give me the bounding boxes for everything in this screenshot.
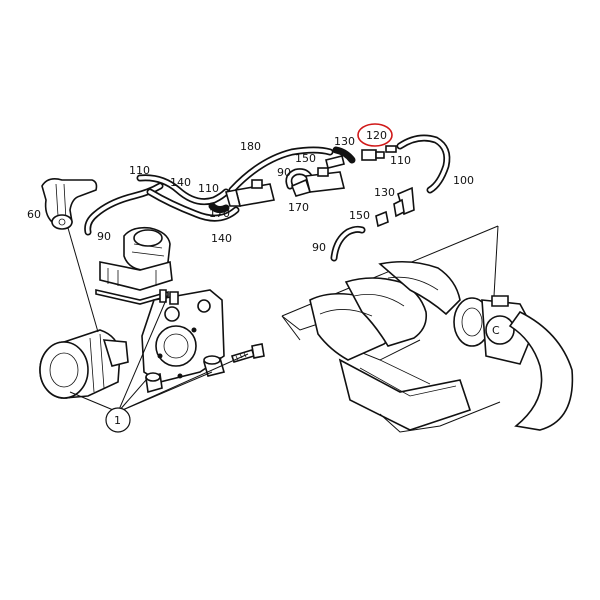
callout-90-middle: 90 <box>277 166 291 179</box>
hose-100[interactable] <box>396 134 451 194</box>
check-valve-center[interactable] <box>290 167 345 197</box>
callout-170-center: 170 <box>288 201 309 214</box>
connector-110-right[interactable] <box>385 145 397 153</box>
air-pump-valve-assembly[interactable] <box>95 226 173 305</box>
intake-manifold[interactable] <box>281 225 501 433</box>
connector-150-upper[interactable] <box>325 155 345 169</box>
throttle-body-c[interactable] <box>453 295 574 431</box>
hose-90-middle[interactable] <box>285 168 314 190</box>
callout-100: 100 <box>453 174 474 187</box>
bolt-upper[interactable] <box>159 289 179 305</box>
hose-90-right[interactable] <box>330 225 366 262</box>
highlight-ring-120 <box>357 123 393 147</box>
callout-90-right: 90 <box>312 241 326 254</box>
hose-140-upper[interactable] <box>136 174 230 206</box>
callout-140-lower: 140 <box>211 232 232 245</box>
callout-140-upper: 140 <box>170 176 191 189</box>
callout-90-left: 90 <box>97 230 111 243</box>
callout-labels: 60 90 110 140 110 170 140 180 90 150 170… <box>27 129 500 337</box>
callout-110-center: 110 <box>198 182 219 195</box>
callout-150-upper: 150 <box>295 152 316 165</box>
callout-c: C <box>492 324 500 337</box>
hose-130-upper[interactable] <box>332 146 356 164</box>
connector-120[interactable] <box>361 149 385 161</box>
callout-150-lower: 150 <box>349 209 370 222</box>
air-pump-motor[interactable] <box>39 329 129 399</box>
check-valve-left[interactable] <box>224 179 275 207</box>
callout-110-left: 110 <box>129 164 150 177</box>
callout-1: 1 <box>114 414 121 427</box>
callout-130-lower: 130 <box>374 186 395 199</box>
hose-180[interactable] <box>228 146 334 194</box>
connector-150-lower[interactable] <box>375 210 389 228</box>
callout-1-circle: 1 <box>105 407 131 433</box>
rubber-mount[interactable] <box>145 372 163 394</box>
callout-120: 120 <box>366 129 387 142</box>
hose-170-left[interactable] <box>208 202 230 214</box>
hose-130-lower[interactable] <box>393 186 415 218</box>
hose-140-lower[interactable] <box>146 188 240 222</box>
leader-lines <box>67 225 499 413</box>
callout-60: 60 <box>27 208 41 221</box>
callout-110-right: 110 <box>390 154 411 167</box>
callout-170-left: 170 <box>209 207 230 220</box>
elbow-hose-60[interactable] <box>41 178 98 230</box>
callout-180: 180 <box>240 140 261 153</box>
callout-130-upper: 130 <box>334 135 355 148</box>
